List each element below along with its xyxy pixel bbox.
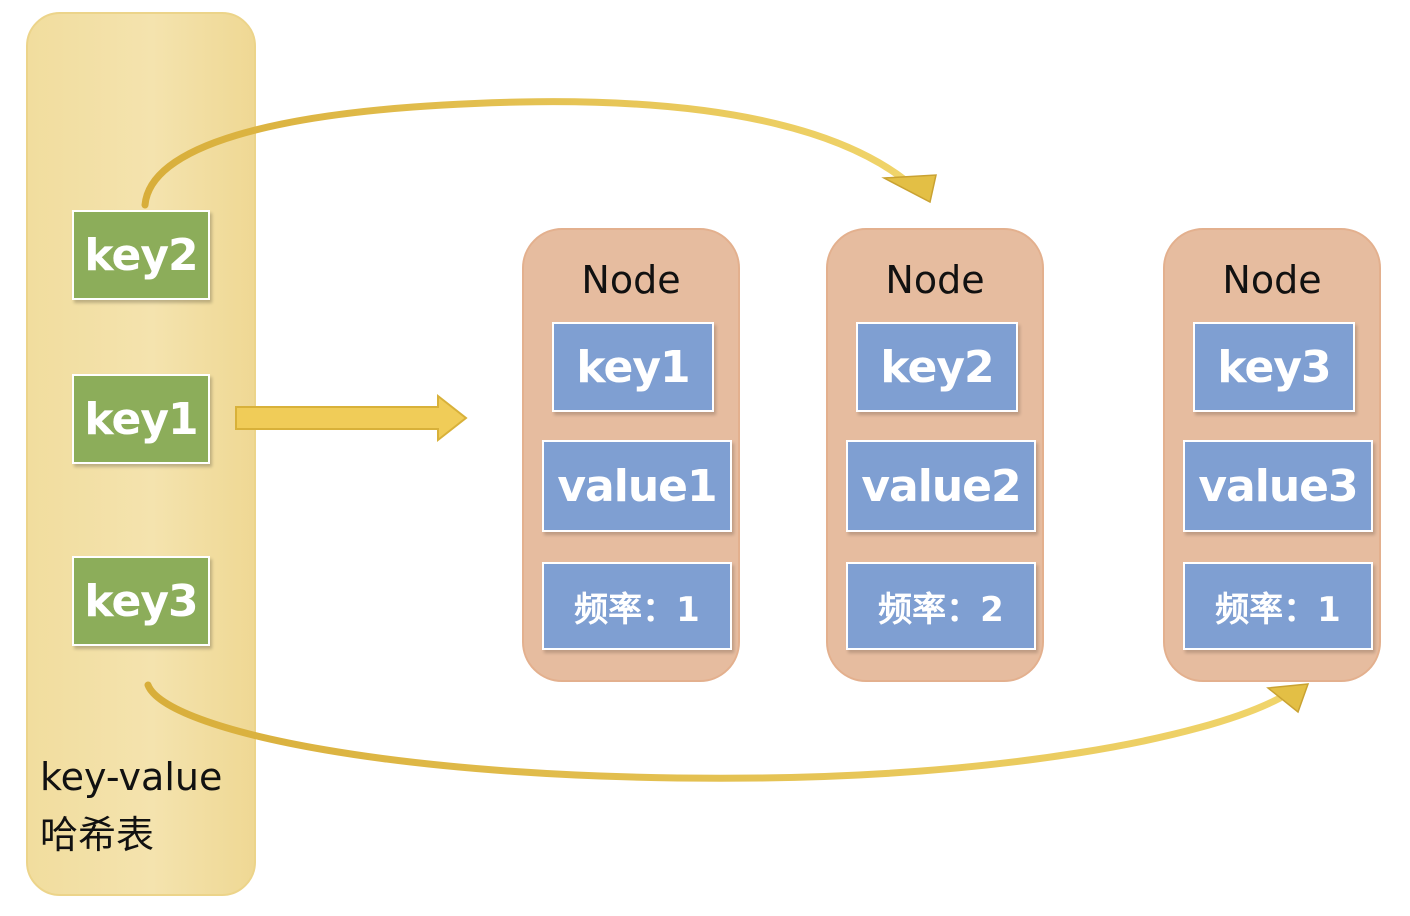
node-title: Node (885, 258, 985, 302)
hash-table-caption-line1: key-value (40, 755, 223, 799)
hash-key-cell: key1 (72, 374, 210, 464)
node-1: Node key1 value1 频率：1 (522, 228, 740, 682)
node-value-field: value3 (1183, 440, 1373, 532)
node-key-field: key3 (1193, 322, 1355, 412)
hash-key-cell: key3 (72, 556, 210, 646)
arrowhead-icon (881, 174, 937, 204)
node-3: Node key3 value3 频率：1 (1163, 228, 1381, 682)
node-frequency-field: 频率：1 (1183, 562, 1373, 650)
arrow-key1-to-node1 (235, 393, 468, 443)
node-value-field: value1 (542, 440, 732, 532)
hash-table-caption-line2: 哈希表 (40, 813, 155, 857)
arrowhead-icon (1266, 683, 1310, 714)
node-2: Node key2 value2 频率：2 (826, 228, 1044, 682)
node-key-field: key1 (552, 322, 714, 412)
arrow-key3-to-node3 (144, 681, 1284, 782)
node-title: Node (1222, 258, 1322, 302)
node-frequency-field: 频率：1 (542, 562, 732, 650)
node-title: Node (581, 258, 681, 302)
hash-table-caption: key-value 哈希表 (40, 748, 222, 864)
node-key-field: key2 (856, 322, 1018, 412)
hash-key-cell: key2 (72, 210, 210, 300)
node-value-field: value2 (846, 440, 1036, 532)
node-frequency-field: 频率：2 (846, 562, 1036, 650)
arrow-key2-to-node2 (141, 98, 909, 209)
